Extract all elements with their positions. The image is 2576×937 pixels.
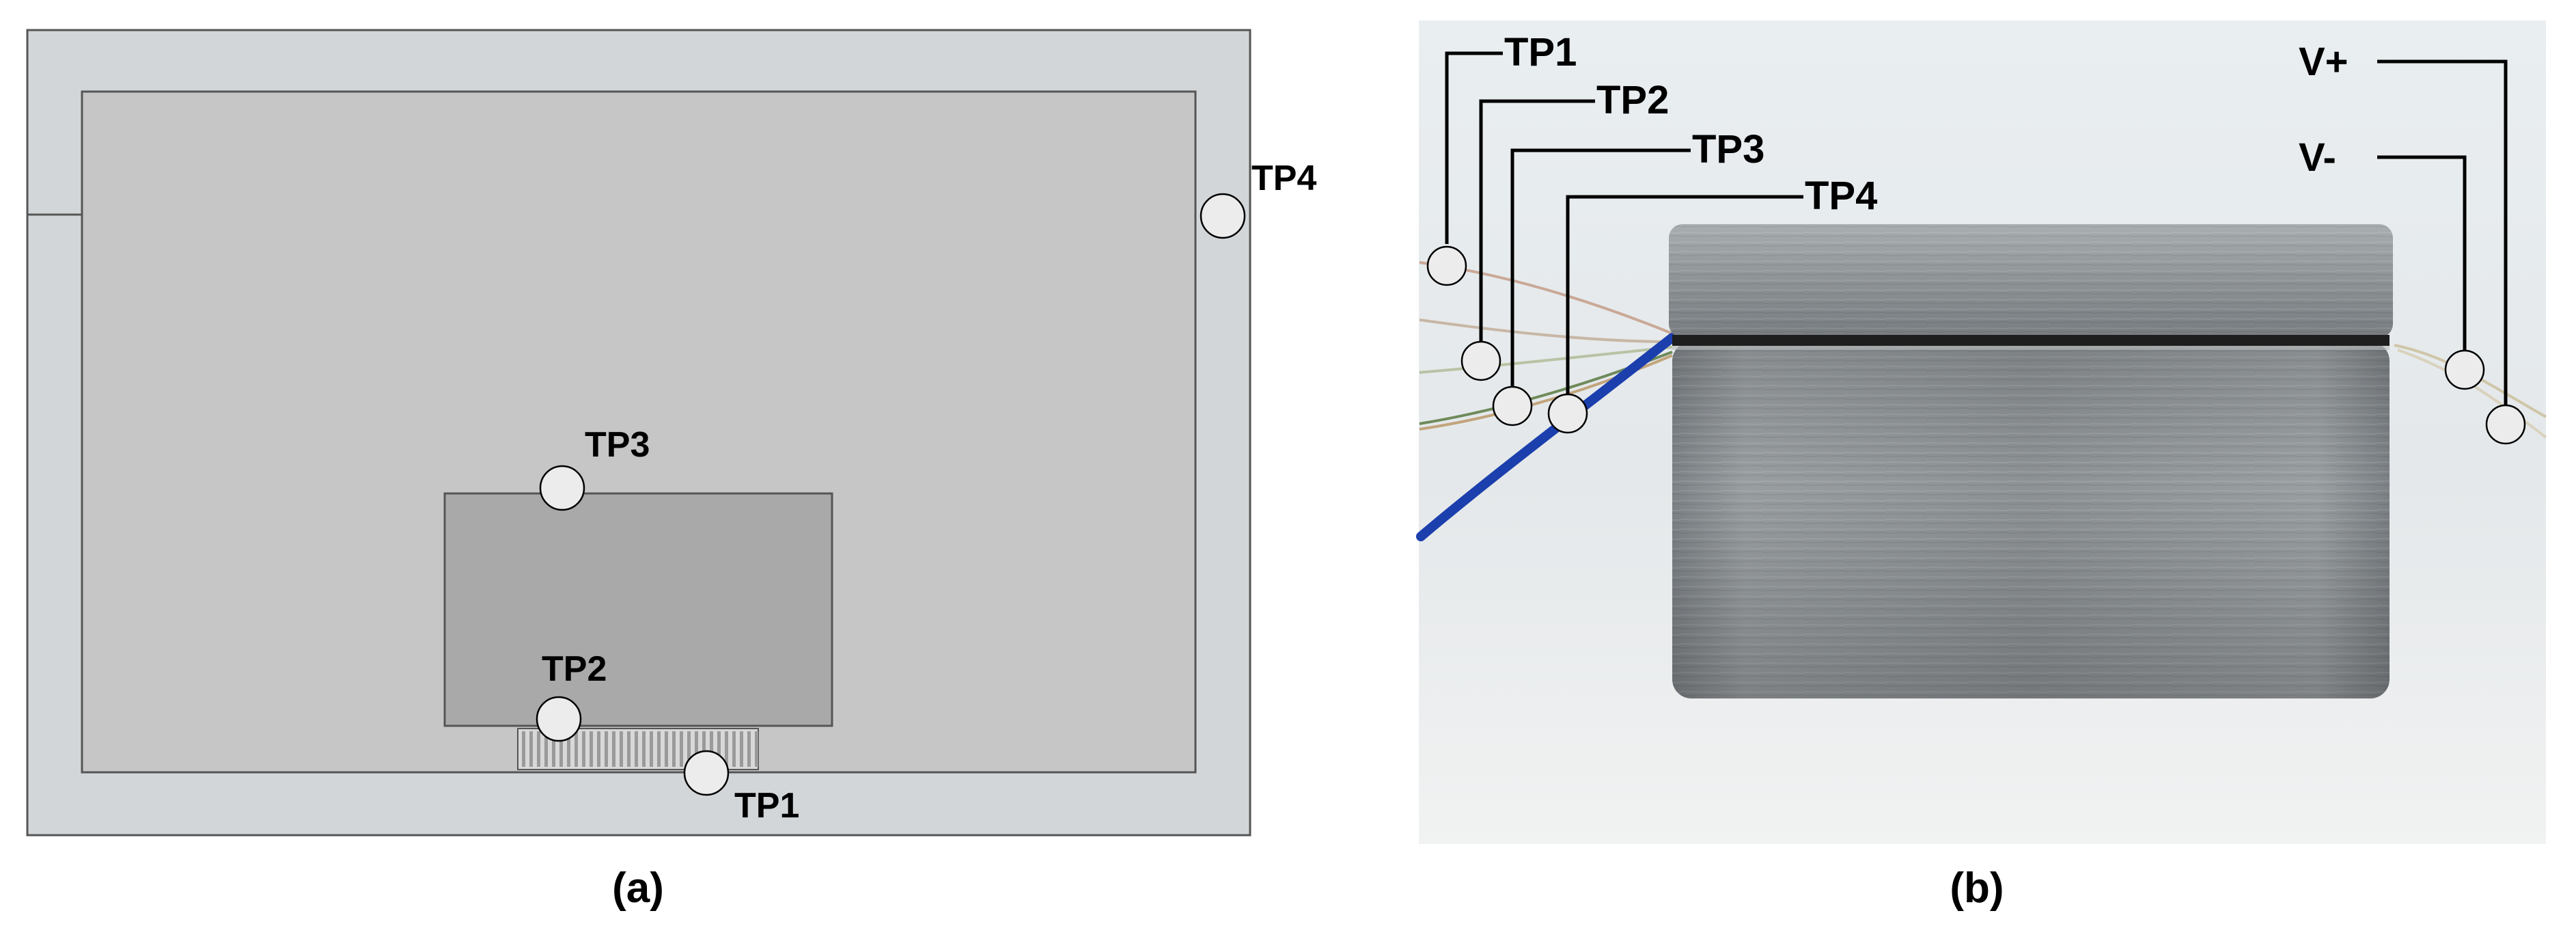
heatsink-fin (559, 731, 563, 767)
tp2-label: TP2 (542, 649, 607, 689)
tp2-leader (1479, 99, 1595, 342)
heatsink-fin (620, 731, 623, 767)
heatsink-fin (755, 731, 758, 767)
tp3-leader (1510, 148, 1691, 392)
heatsink-fin (529, 731, 533, 767)
heatsink-fin (537, 731, 540, 767)
component-block (443, 492, 833, 727)
heatsink-fin (665, 731, 668, 767)
tp1-marker-b (1426, 245, 1467, 286)
leader-lines (1445, 51, 2508, 405)
heatsink-fin (522, 731, 525, 767)
tp3-label: TP3 (585, 425, 650, 465)
aluminium-box (1669, 224, 2393, 698)
vplus-label: V+ (2299, 40, 2349, 84)
box-gap (1672, 335, 2390, 346)
tp4-label: TP4 (1251, 159, 1316, 198)
tp1-label-b: TP1 (1504, 30, 1577, 74)
panel-b-caption: (b) (1950, 865, 2004, 912)
heatsink-fin (605, 731, 608, 767)
tp1-marker (683, 750, 730, 796)
heatsink-fin (680, 731, 683, 767)
heatsink-fin (695, 731, 698, 767)
heatsink-fin (672, 731, 676, 767)
heatsink-fin (710, 731, 713, 767)
heatsink-fin (747, 731, 751, 767)
heatsink-fin (740, 731, 743, 767)
vminus-leader (2377, 155, 2467, 355)
vplus-marker (2485, 404, 2526, 445)
vminus-label: V- (2299, 135, 2336, 180)
heatsink-fin (627, 731, 631, 767)
tp2-marker-b (1460, 340, 1501, 381)
tp3-label-b: TP3 (1692, 127, 1764, 172)
tp1-leader (1445, 51, 1503, 244)
vplus-leader (2377, 59, 2508, 405)
heatsink-fin (657, 731, 661, 767)
tp4-marker (1200, 193, 1246, 239)
heatsink-fin (732, 731, 736, 767)
tp4-leader (1566, 195, 1803, 396)
heatsink-fin (567, 731, 570, 767)
blue-wire (1416, 333, 1677, 541)
vminus-marker (2444, 349, 2485, 390)
heatsink-fin (725, 731, 728, 767)
panel-b: TP1 TP2 TP3 TP4 V+ V- (b) (1416, 21, 2547, 912)
heatsink-fin (597, 731, 600, 767)
heatsink-fin (687, 731, 691, 767)
heatsink-fin (635, 731, 638, 767)
heatsink-fin (642, 731, 646, 767)
panel-a: TP4 TP3 TP2 TP1 (a) (26, 29, 1316, 912)
heatsink-fin (544, 731, 548, 767)
tp3-marker-b (1492, 385, 1533, 426)
heatsink-fin (702, 731, 706, 767)
heatsink-fin (590, 731, 593, 767)
heatsink-fin (717, 731, 721, 767)
tp2-label-b: TP2 (1596, 78, 1669, 122)
panel-a-caption: (a) (612, 865, 664, 912)
tp4-marker-b (1547, 393, 1588, 434)
tp4-label-b: TP4 (1805, 174, 1877, 218)
heatsink-fin (574, 731, 578, 767)
heatsink-fin (582, 731, 585, 767)
tp3-marker (539, 465, 585, 511)
tp2-marker (536, 696, 582, 742)
heatsink-fin (552, 731, 555, 767)
heatsink-fin (612, 731, 615, 767)
tp1-label: TP1 (734, 786, 799, 826)
heatsink-fin (650, 731, 653, 767)
